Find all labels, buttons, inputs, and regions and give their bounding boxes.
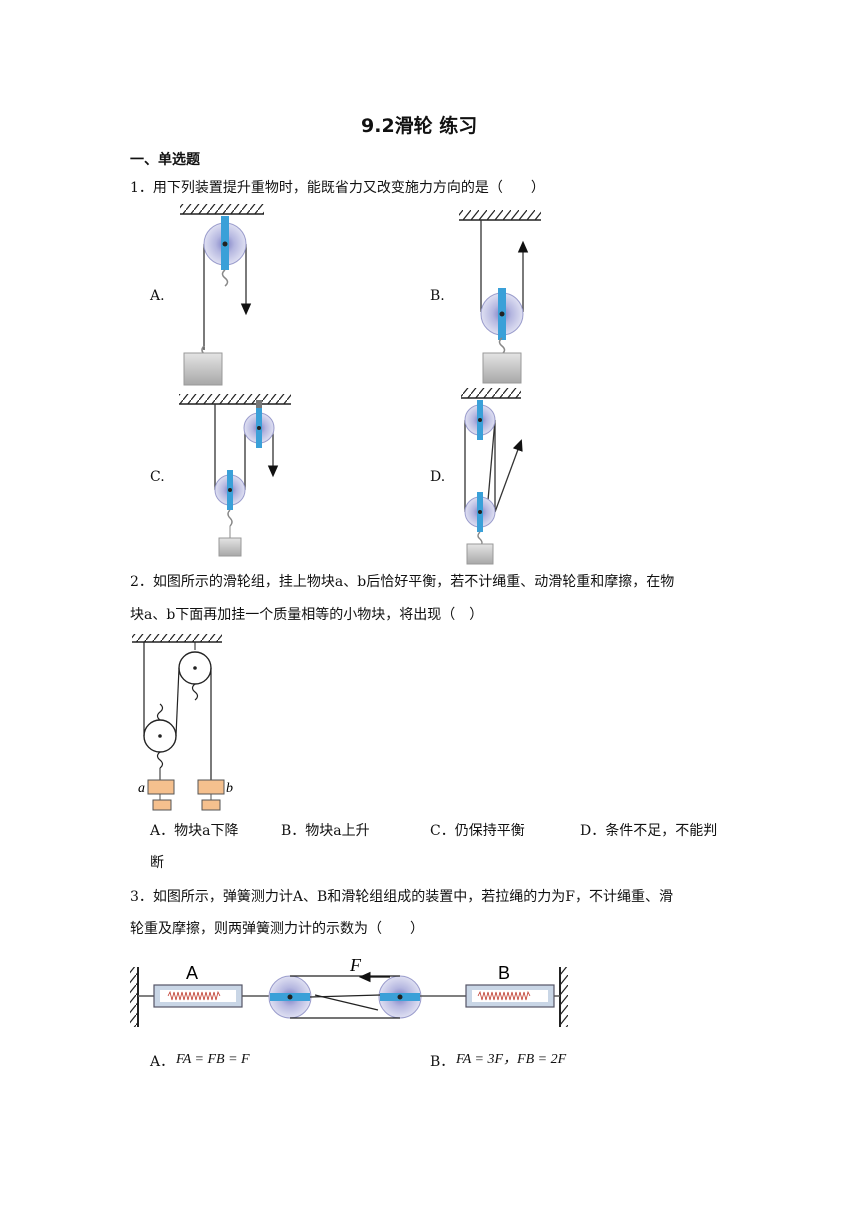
figure-spring-scales: A F B <box>130 955 568 1027</box>
label-block-b: b <box>226 781 233 796</box>
label-block-a: a <box>138 781 145 796</box>
q1-option-c-label[interactable]: C. <box>150 469 165 485</box>
question-1-stem: 1．用下列装置提升重物时，能既省力又改变施力方向的是（ ） <box>130 180 545 196</box>
q3-option-a-label[interactable]: A． <box>150 1054 175 1070</box>
q1-option-b-label[interactable]: B. <box>430 288 445 304</box>
question-3-line1: 3．如图所示，弹簧测力计A、B和滑轮组组成的装置中，若拉绳的力为F，不计绳重、滑 <box>130 889 674 905</box>
page-title: 9.2滑轮 练习 <box>361 115 478 137</box>
section-heading: 一、单选题 <box>130 152 200 168</box>
figure-fixed-pulley <box>180 204 264 386</box>
question-2-line2: 块a、b下面再加挂一个质量相等的小物块，将出现（ ） <box>130 607 484 623</box>
q3-option-b-label[interactable]: B． <box>430 1054 455 1070</box>
q2-option-a[interactable]: A．物块a下降 <box>150 823 239 839</box>
figure-pulley-group-q2: a b <box>132 634 233 811</box>
q3-option-a-formula: FA = FB = F <box>176 1052 250 1067</box>
question-3-line2: 轮重及摩擦，则两弹簧测力计的示数为（ ） <box>130 921 424 937</box>
q2-option-b[interactable]: B．物块a上升 <box>281 823 370 839</box>
q3-option-b-formula: FA = 3F，FB = 2F <box>456 1052 567 1067</box>
figure-pulley-system-c <box>179 394 291 557</box>
label-scale-b: B <box>498 963 510 983</box>
q2-option-d[interactable]: D．条件不足，不能判 <box>580 823 718 839</box>
q1-option-a-label[interactable]: A. <box>150 288 165 304</box>
figure-pulley-block-d <box>461 388 523 565</box>
q1-option-d-label[interactable]: D. <box>430 469 446 485</box>
figure-movable-pulley <box>459 210 541 384</box>
label-scale-a: A <box>186 963 198 983</box>
question-2-line1: 2．如图所示的滑轮组，挂上物块a、b后恰好平衡，若不计绳重、动滑轮重和摩擦，在物 <box>130 574 675 590</box>
q2-option-c[interactable]: C．仍保持平衡 <box>430 823 525 839</box>
label-force-f: F <box>349 955 362 975</box>
q2-option-d-continued: 断 <box>150 855 164 871</box>
